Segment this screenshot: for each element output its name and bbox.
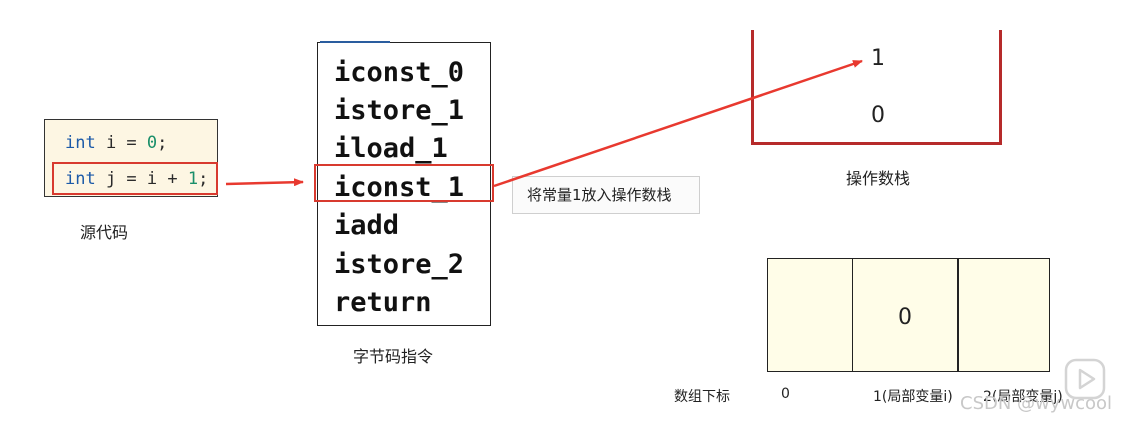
code-keyword: int [65, 133, 96, 153]
instruction-highlight [314, 164, 494, 202]
code-keyword: int [65, 169, 96, 189]
operand-stack [751, 30, 1002, 145]
bytecode-box: iconst_0 istore_1 iload_1 iconst_1 iadd … [317, 42, 491, 326]
code-text: i = [95, 133, 147, 153]
code-line-highlight [52, 162, 218, 195]
array-index-2: 2(局部变量j) [983, 389, 1063, 405]
play-icon[interactable] [1064, 358, 1106, 404]
instruction-tooltip: 将常量1放入操作数栈 [512, 176, 700, 214]
arrow-bytecode-to-stack [493, 59, 863, 188]
bytecode-top-mark [320, 41, 390, 43]
array-index-label: 数组下标 [674, 389, 730, 405]
code-line-1: int i = 0; [65, 133, 167, 153]
code-line-2: int j = i + 1; [65, 169, 208, 189]
code-text: j = i + [95, 169, 188, 189]
source-code-caption: 源代码 [80, 223, 129, 242]
source-code-box: int i = 0; int j = i + 1; [44, 119, 218, 197]
bytecode-instruction: iadd [334, 210, 400, 241]
local-var-cell-1: 0 [852, 258, 958, 372]
bytecode-instruction: istore_2 [334, 249, 465, 280]
array-index-0: 0 [781, 386, 790, 402]
local-var-cell-2 [957, 258, 1050, 372]
code-number: 0 [146, 133, 158, 153]
arrow-source-to-bytecode [225, 178, 304, 187]
array-index-1: 1(局部变量i) [873, 389, 953, 405]
local-var-value: 0 [898, 305, 912, 330]
operand-stack-caption: 操作数栈 [846, 169, 911, 188]
code-text: ; [198, 169, 209, 189]
code-text: ; [157, 133, 168, 153]
bytecode-caption: 字节码指令 [353, 347, 434, 366]
bytecode-instruction: iload_1 [334, 133, 448, 164]
bytecode-instruction: istore_1 [334, 95, 465, 126]
bytecode-instruction: iconst_0 [334, 57, 465, 88]
bytecode-instruction: return [334, 287, 432, 318]
operand-stack-value: 0 [871, 103, 885, 128]
code-number: 1 [187, 169, 199, 189]
operand-stack-top-value: 1 [871, 46, 885, 71]
bytecode-instruction-highlighted: iconst_1 [334, 172, 465, 203]
